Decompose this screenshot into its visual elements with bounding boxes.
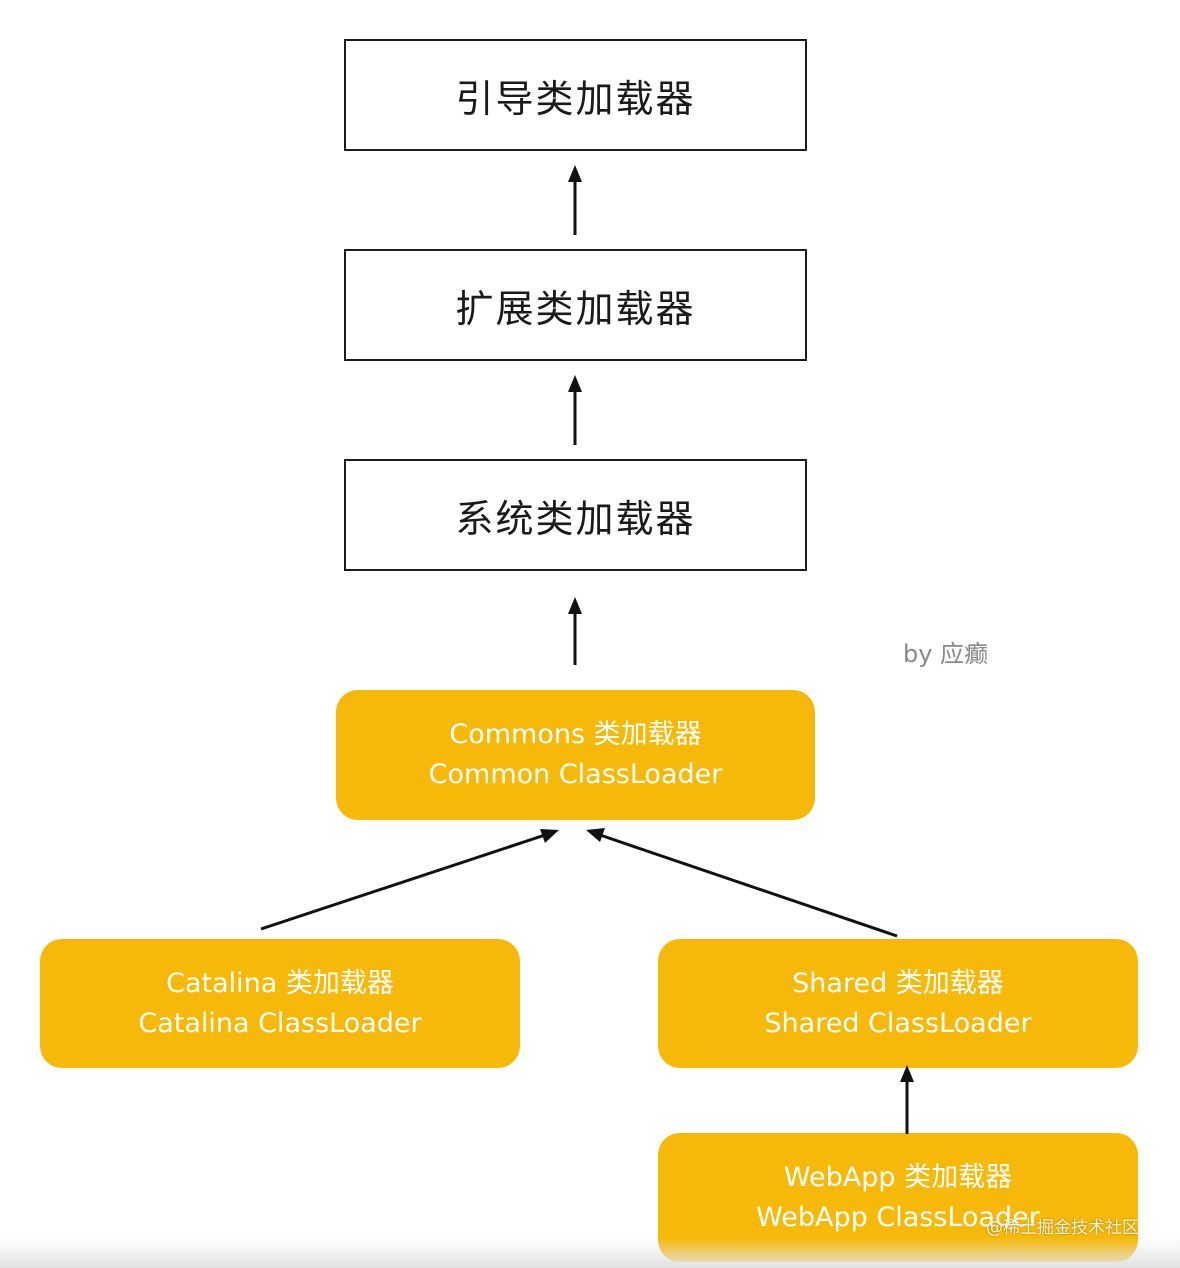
webapp-loader-label-en: WebApp ClassLoader bbox=[756, 1201, 1040, 1233]
bootstrap-loader-label: 引导类加载器 bbox=[455, 76, 696, 121]
catalina-loader-box: Catalina 类加载器 Catalina ClassLoader bbox=[40, 939, 520, 1068]
common-loader-label-en: Common ClassLoader bbox=[428, 759, 723, 790]
shared-loader-box: Shared 类加载器 Shared ClassLoader bbox=[658, 939, 1138, 1068]
extension-loader-label: 扩展类加载器 bbox=[455, 286, 696, 331]
arrow-webapp-to-shared bbox=[900, 1065, 914, 1134]
webapp-loader-label-cn: WebApp 类加载器 bbox=[783, 1161, 1013, 1193]
system-loader-box: 系统类加载器 bbox=[344, 459, 807, 571]
arrow-extension-to-bootstrap bbox=[568, 165, 582, 235]
arrow-system-to-extension bbox=[568, 375, 582, 445]
arrow-common-to-system bbox=[568, 597, 582, 665]
system-loader-label: 系统类加载器 bbox=[455, 496, 696, 541]
watermark-text: @稀土掘金技术社区 bbox=[986, 1218, 1139, 1238]
common-loader-label-cn: Commons 类加载器 bbox=[449, 719, 702, 750]
arrow-catalina-to-common bbox=[260, 829, 559, 931]
bootstrap-loader-box: 引导类加载器 bbox=[344, 39, 807, 151]
arrow-shared-to-common bbox=[586, 828, 898, 938]
common-loader-box: Commons 类加载器 Common ClassLoader bbox=[336, 690, 815, 820]
shared-loader-label-en: Shared ClassLoader bbox=[764, 1007, 1032, 1039]
author-credit: by 应癫 bbox=[903, 640, 989, 668]
catalina-loader-label-en: Catalina ClassLoader bbox=[138, 1007, 422, 1039]
catalina-loader-label-cn: Catalina 类加载器 bbox=[166, 967, 394, 999]
bottom-fade bbox=[0, 1238, 1180, 1268]
shared-loader-label-cn: Shared 类加载器 bbox=[792, 967, 1004, 999]
extension-loader-box: 扩展类加载器 bbox=[344, 249, 807, 361]
